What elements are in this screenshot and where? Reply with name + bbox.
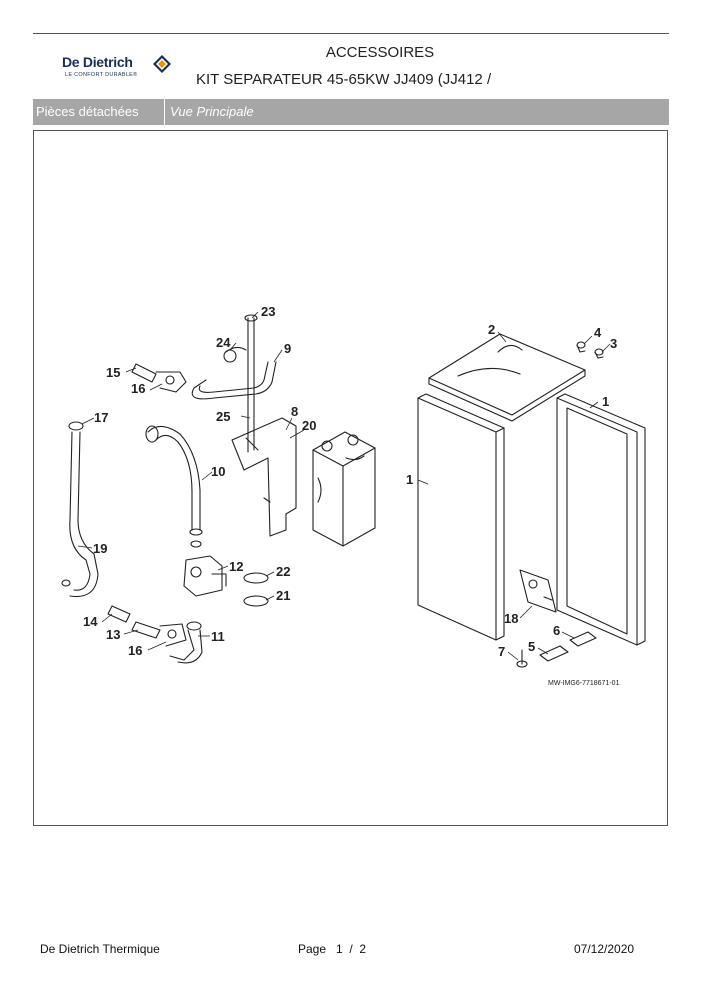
part-clamps (243, 572, 269, 607)
part-side-frame-right (556, 393, 646, 646)
callout-22: 22 (276, 564, 290, 579)
callout-16-lower: 16 (128, 643, 142, 658)
footer-company: De Dietrich Thermique (40, 942, 160, 956)
page-title: ACCESSOIRES (325, 44, 435, 61)
callout-6: 6 (553, 623, 560, 638)
part-bent-pipe-upper (191, 361, 277, 400)
callout-25: 25 (216, 409, 230, 424)
callout-9: 9 (284, 341, 291, 356)
callout-14: 14 (83, 614, 98, 629)
part-hose-main (145, 425, 203, 548)
callout-4: 4 (594, 325, 602, 340)
callout-17: 17 (94, 410, 108, 425)
callout-24: 24 (216, 335, 231, 350)
callout-18: 18 (504, 611, 518, 626)
callout-3: 3 (610, 336, 617, 351)
footer-page-separator: / (349, 942, 353, 956)
logo-diamond-icon (153, 55, 171, 73)
part-top-cover (428, 333, 586, 422)
footer-page-current: 1 (336, 942, 343, 956)
callout-15: 15 (106, 365, 120, 380)
callout-10: 10 (211, 464, 225, 479)
page-subtitle: KIT SEPARATEUR 45-65KW JJ409 (JJ412 / (196, 71, 492, 88)
callout-20: 20 (302, 418, 316, 433)
footer-pagination: Page 1 / 2 (298, 942, 366, 956)
section-label-parts: Pièces détachées (36, 104, 139, 119)
callout-2: 2 (488, 322, 495, 337)
part-separator-box (312, 431, 376, 547)
part-lower-fittings (107, 605, 203, 664)
callout-1-right: 1 (602, 394, 609, 409)
callout-1-left: 1 (406, 472, 413, 487)
section-bar-left: Pièces détachées (33, 99, 165, 125)
part-mounting-plate (231, 417, 297, 537)
callout-labels: 23 24 9 15 16 25 8 20 17 10 19 12 22 21 … (83, 304, 620, 687)
part-fittings (576, 341, 604, 359)
footer-page-total: 2 (359, 942, 367, 956)
callout-23: 23 (261, 304, 275, 319)
part-bracket (519, 569, 557, 613)
callout-11: 11 (211, 629, 225, 644)
logo-tagline: LE CONFORT DURABLE® (65, 72, 138, 78)
logo-name: De Dietrich (62, 54, 133, 70)
callout-7: 7 (498, 644, 505, 659)
callout-16-upper: 16 (131, 381, 145, 396)
section-label-view: Vue Principale (170, 104, 254, 119)
part-valve-block (183, 555, 227, 597)
leader-lines (77, 311, 611, 661)
callout-8: 8 (291, 404, 298, 419)
section-bar: Pièces détachées Vue Principale (33, 99, 669, 125)
brand-logo: De Dietrich LE CONFORT DURABLE® (62, 52, 174, 82)
part-side-panel-left (417, 393, 505, 641)
callout-19: 19 (93, 541, 107, 556)
header-rule (33, 33, 669, 34)
part-left-pipe (61, 421, 99, 598)
diagram-reference-code: MW-IMG6-7718671-01 (548, 680, 620, 687)
callout-21: 21 (276, 588, 290, 603)
callout-13: 13 (106, 627, 120, 642)
footer-page-label: Page (298, 942, 327, 956)
diagram-frame (33, 130, 668, 826)
footer-date: 07/12/2020 (574, 942, 635, 956)
callout-5: 5 (528, 639, 535, 654)
part-hardware-small (516, 631, 597, 668)
callout-12: 12 (229, 559, 243, 574)
